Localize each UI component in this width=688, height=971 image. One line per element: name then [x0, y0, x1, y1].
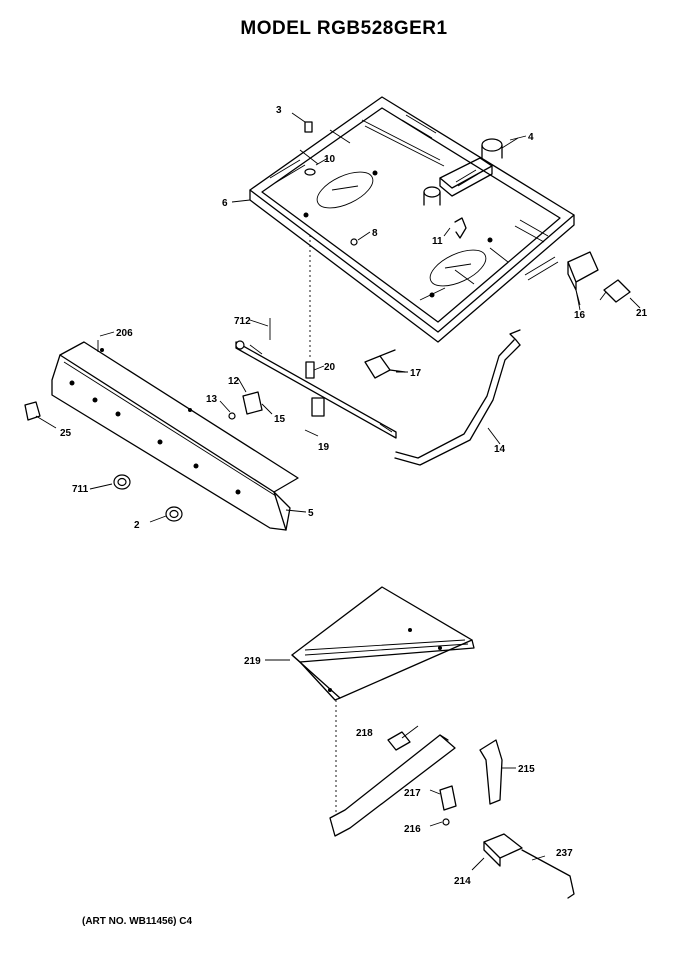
clip-part — [454, 217, 467, 239]
part-label-712: 712 — [234, 316, 251, 327]
gas-tube — [394, 329, 521, 466]
part-label-25: 25 — [60, 428, 72, 439]
part-label-21: 21 — [636, 308, 648, 319]
part-label-14: 14 — [494, 444, 506, 455]
grommets — [24, 340, 183, 522]
part-label-206: 206 — [116, 328, 133, 339]
part-label-8: 8 — [372, 228, 378, 239]
part-label-219: 219 — [244, 656, 261, 667]
valve-part — [219, 377, 273, 420]
hardware-parts — [291, 112, 371, 246]
burner-box — [249, 96, 575, 343]
part-label-218: 218 — [356, 728, 373, 739]
part-label-214: 214 — [454, 876, 471, 887]
part-label-5: 5 — [308, 508, 314, 519]
part-label-4: 4 — [528, 132, 534, 143]
part-label-3: 3 — [276, 105, 282, 116]
part-label-2: 2 — [134, 520, 140, 531]
bracket-part — [304, 397, 325, 437]
valve-assembly — [423, 137, 519, 206]
part-label-215: 215 — [518, 764, 535, 775]
part-label-20: 20 — [324, 362, 336, 373]
igniter-parts — [387, 725, 457, 827]
plug-part — [603, 279, 641, 309]
burner-baffle — [265, 586, 475, 701]
part-label-17: 17 — [410, 368, 422, 379]
igniter — [471, 833, 575, 899]
part-label-6: 6 — [222, 198, 228, 209]
part-label-216: 216 — [404, 824, 421, 835]
part-label-12: 12 — [228, 376, 240, 387]
manifold-pipe — [235, 235, 397, 439]
part-label-13: 13 — [206, 394, 218, 405]
control-panel — [51, 341, 299, 531]
diagram-title: MODEL RGB528GER1 — [240, 18, 448, 39]
spark-module — [567, 251, 599, 306]
part-label-711: 711 — [72, 484, 89, 495]
part-label-217: 217 — [404, 788, 421, 799]
igniter-bracket — [479, 739, 516, 805]
part-label-11: 11 — [432, 236, 443, 247]
art-number: (ART NO. WB11456) C4 — [82, 916, 193, 927]
part-label-15: 15 — [274, 414, 286, 425]
oven-burner-tube — [329, 700, 456, 837]
part-label-10: 10 — [324, 154, 336, 165]
part-label-237: 237 — [556, 848, 573, 859]
regulator-part — [364, 349, 406, 379]
part-label-16: 16 — [574, 310, 586, 321]
orifice-part — [305, 361, 315, 379]
part-label-19: 19 — [318, 442, 330, 453]
